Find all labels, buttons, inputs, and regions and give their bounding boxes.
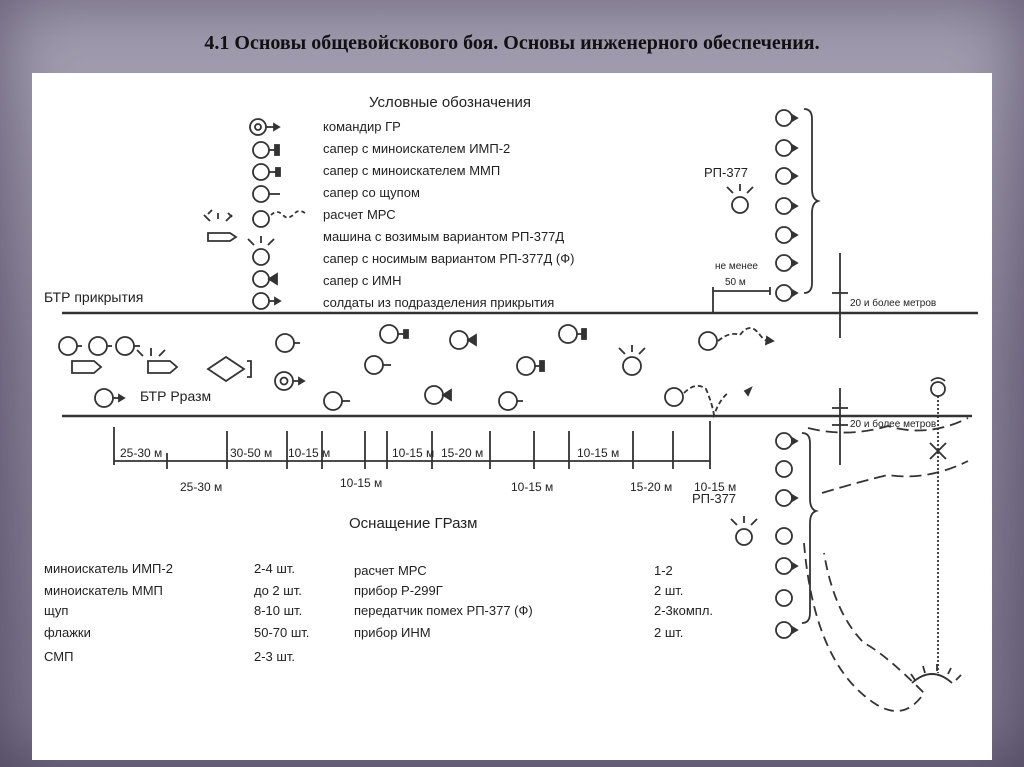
equipment-qty: 2 шт. [654,583,683,598]
equipment-name: миноискатель ИМП-2 [44,561,173,576]
legend-item-vehicle-rp377d: машина с возимым вариантом РП-377Д [323,229,564,244]
btr-cover-label: БТР прикрытия [44,289,143,305]
equipment-right: расчет МРС 1-2 прибор Р-299Г 2 шт. перед… [354,563,713,640]
fifty-m-label: 50 м [725,277,746,288]
distance-labels: 25-30 м 30-50 м 10-15 м 10-15 м 15-20 м … [120,446,736,494]
equipment-qty: 2 шт. [654,625,683,640]
equipment-heading: Оснащение ГРазм [349,515,477,532]
lower-distance: 10-15 м [511,480,553,494]
legend-item-sapper-probe: сапер со щупом [323,185,420,200]
equipment-qty: 2-4 шт. [254,561,295,576]
equipment-name: прибор Р-299Г [354,583,443,598]
legend-item-sapper-imp2: сапер с миноискателем ИМП-2 [323,141,510,156]
equipment-name: флажки [44,625,91,640]
engineering-diagram: Условные обозначения командир ГР сапер с… [44,94,978,712]
equipment-qty: 2-3компл. [654,603,713,618]
formation [58,324,775,419]
rp377-top-label: РП-377 [704,165,748,180]
equipment-name: прибор ИНМ [354,625,431,640]
fifty-m-dimension [712,287,771,313]
legend-heading: Условные обозначения [369,94,531,111]
rp377-bottom-label: РП-377 [692,491,736,506]
right-cover-group [726,108,821,302]
equipment-qty: до 2 шт. [254,583,302,598]
dimension-top [832,253,848,338]
equipment-name: расчет МРС [354,563,427,578]
legend-item-sapper-rp377df: сапер с носимым вариантом РП-377Д (Ф) [323,251,574,266]
upper-distance: 10-15 м [392,446,434,460]
equipment-qty: 8-10 шт. [254,603,302,618]
equipment-name: передатчик помех РП-377 (Ф) [354,603,533,618]
dist-bottom-label: 20 и более метров [850,418,936,430]
lower-distance: 15-20 м [630,480,672,494]
legend-item-cover-soldiers: солдаты из подразделения прикрытия [323,295,554,310]
sapper-mmp-icon [252,163,281,181]
mrs-crew-icon [252,210,306,228]
vehicle-rp377d-icon [203,209,238,242]
lower-distance: 25-30 м [180,480,222,494]
equipment-qty: 1-2 [654,563,673,578]
legend-item-mrs-crew: расчет МРС [323,207,396,222]
equipment-qty: 50-70 шт. [254,625,309,640]
legend-items: командир ГР сапер с миноискателем ИМП-2 … [323,119,574,310]
cross-marker-icon [929,377,947,673]
cover-soldier-icon [252,292,282,310]
slide-title: 4.1 Основы общевойскового боя. Основы ин… [204,32,820,54]
sapper-imn-icon [252,270,278,288]
lower-distance: 10-15 м [694,480,736,494]
distance-ruler [113,421,711,469]
equipment-name: СМП [44,649,73,664]
upper-distance: 15-20 м [441,446,483,460]
upper-distance: 10-15 м [288,446,330,460]
legend-item-sapper-imn: сапер с ИМН [323,273,402,288]
dimension-bottom [832,388,848,465]
right-lower-group [730,417,969,712]
upper-distance: 10-15 м [577,446,619,460]
lower-distance: 10-15 м [340,476,382,490]
commander-icon [249,118,281,136]
equipment-qty: 2-3 шт. [254,649,295,664]
equipment-name: щуп [44,603,68,618]
btr-razm-label: БТР Рразм [140,388,211,404]
not-less-label: не менее [715,261,758,272]
legend-item-sapper-mmp: сапер с миноискателем ММП [323,163,500,178]
legend-symbols [203,118,306,310]
upper-distance: 30-50 м [230,446,272,460]
sapper-rp377df-icon [247,236,275,266]
dist-top-label: 20 и более метров [850,297,936,309]
equipment-name: миноискатель ММП [44,583,163,598]
legend-item-commander: командир ГР [323,119,401,134]
upper-distance: 25-30 м [120,446,162,460]
diagram-panel: Условные обозначения командир ГР сапер с… [32,73,992,760]
sapper-imp2-icon [252,141,280,159]
equipment-left: миноискатель ИМП-2 2-4 шт. миноискатель … [44,561,309,664]
sapper-probe-icon [252,185,280,203]
